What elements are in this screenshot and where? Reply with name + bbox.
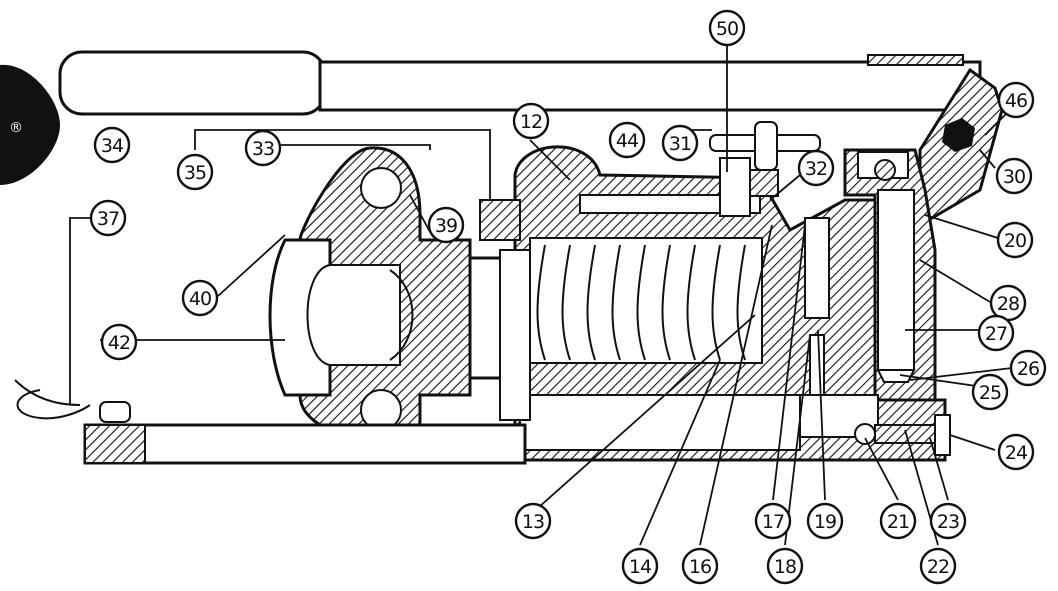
callout-19: 19 [806, 502, 844, 540]
callout-25: 25 [971, 373, 1009, 411]
callout-circle [100, 323, 138, 361]
callout-39: 39 [427, 206, 465, 244]
callout-label: 21 [887, 511, 909, 533]
callout-label: 33 [252, 138, 274, 160]
callout-circle [661, 124, 699, 162]
callout-circle [997, 433, 1035, 471]
logo-mark: ® [9, 120, 23, 136]
callout-circle [89, 199, 127, 237]
callout-label: 35 [184, 162, 206, 184]
callout-circle [879, 502, 917, 540]
callout-label: 27 [985, 323, 1007, 345]
callout-circle [427, 206, 465, 244]
callout-46: 46 [997, 81, 1035, 119]
callout-label: 12 [520, 111, 542, 133]
callout-label: 26 [1017, 358, 1039, 380]
callout-34: 34 [93, 126, 131, 164]
callout-circle [754, 502, 792, 540]
callout-42: 42 [100, 323, 138, 361]
callout-31: 31 [661, 124, 699, 162]
callout-label: 46 [1005, 90, 1027, 112]
callout-label: 24 [1005, 442, 1028, 464]
callout-33: 33 [244, 129, 282, 167]
leader-lines [69, 45, 1013, 546]
callout-circle [512, 102, 550, 140]
callout-circle [176, 153, 214, 191]
callout-24: 24 [997, 433, 1035, 471]
callout-group: 50 46 12 44 31 32 30 34 33 35 37 39 20 40 28 42 27 26 25 24… [89, 9, 1047, 585]
callout-20: 20 [996, 221, 1034, 259]
return-spring [536, 244, 746, 361]
callout-circle [996, 221, 1034, 259]
callout-label: 34 [101, 135, 124, 157]
logo-badge: ® [0, 64, 60, 185]
callout-label: 44 [616, 130, 639, 152]
handle [58, 50, 982, 116]
callout-37: 37 [89, 199, 127, 237]
callout-23: 23 [929, 502, 967, 540]
callout-44: 44 [608, 121, 646, 159]
callout-22: 22 [919, 547, 957, 585]
callout-label: 19 [814, 511, 836, 533]
callout-circle [621, 547, 659, 585]
callout-label: 31 [669, 133, 691, 155]
callout-label: 42 [108, 332, 130, 354]
callout-label: 20 [1004, 230, 1026, 252]
cylinder-body [513, 145, 951, 462]
callout-21: 21 [879, 502, 917, 540]
callout-label: 23 [937, 511, 959, 533]
callout-32: 32 [797, 149, 835, 187]
callout-26: 26 [1009, 349, 1047, 387]
callout-14: 14 [621, 547, 659, 585]
pump-lever [918, 67, 1004, 228]
callout-label: 40 [189, 288, 211, 310]
callout-label: 28 [997, 293, 1019, 315]
callout-circle [608, 121, 646, 159]
callout-label: 22 [927, 556, 949, 578]
callout-circle [766, 547, 804, 585]
callout-16: 16 [681, 547, 719, 585]
callout-12: 12 [512, 102, 550, 140]
callout-30: 30 [995, 157, 1033, 195]
callout-circle [929, 502, 967, 540]
callout-17: 17 [754, 502, 792, 540]
callout-label: 13 [522, 511, 544, 533]
callout-circle [977, 314, 1015, 352]
callout-circle [797, 149, 835, 187]
base-rail [14, 379, 527, 465]
callout-label: 37 [97, 208, 119, 230]
callout-circle [514, 502, 552, 540]
callout-40: 40 [181, 279, 219, 317]
callout-circle [806, 502, 844, 540]
callout-circle [919, 547, 957, 585]
callout-circle [995, 157, 1033, 195]
callout-label: 18 [774, 556, 796, 578]
callout-circle [244, 129, 282, 167]
callout-label: 14 [629, 556, 652, 578]
callout-label: 39 [435, 215, 457, 237]
callout-circle [181, 279, 219, 317]
callout-circle [997, 81, 1035, 119]
callout-label: 32 [805, 158, 827, 180]
callout-27: 27 [977, 314, 1015, 352]
callout-13: 13 [514, 502, 552, 540]
callout-18: 18 [766, 547, 804, 585]
callout-circle [1009, 349, 1047, 387]
callout-label: 50 [716, 18, 738, 40]
callout-circle [971, 373, 1009, 411]
callout-35: 35 [176, 153, 214, 191]
callout-circle [708, 9, 746, 47]
callout-label: 17 [762, 511, 784, 533]
callout-50: 50 [708, 9, 746, 47]
callout-circle [681, 547, 719, 585]
release-valve [709, 121, 821, 217]
callout-label: 30 [1003, 166, 1025, 188]
die-head [268, 146, 472, 452]
callout-circle [93, 126, 131, 164]
callout-label: 16 [689, 556, 711, 578]
callout-label: 25 [979, 382, 1001, 404]
